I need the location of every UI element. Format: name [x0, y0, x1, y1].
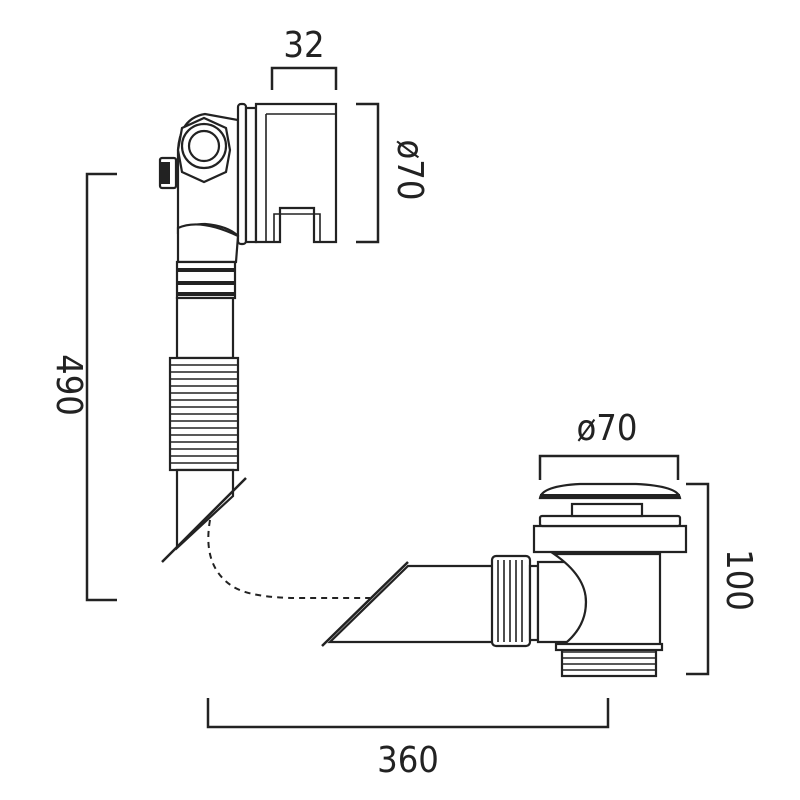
overflow-head [158, 102, 338, 246]
dimension-100: 100 [686, 482, 759, 676]
hidden-connection-line [207, 519, 370, 599]
dimension-label-490: 490 [48, 354, 89, 416]
corrugated-hose [168, 356, 240, 472]
dimension-label-32: 32 [283, 25, 324, 66]
dimension-overflow-diameter: ø70 [356, 102, 430, 244]
dimension-label-360: 360 [377, 740, 439, 781]
dimension-label-overflow-diameter: ø70 [389, 139, 430, 200]
dimension-label-100: 100 [718, 549, 759, 611]
horizontal-pipe [321, 561, 496, 647]
dimension-32: 32 [270, 25, 338, 90]
dimension-360: 360 [206, 698, 610, 781]
dimension-490: 490 [48, 172, 117, 602]
dimension-waste-diameter: ø70 [538, 408, 680, 480]
dimension-label-waste-diameter: ø70 [576, 408, 637, 449]
waste-body [490, 514, 688, 678]
waste-plug [538, 482, 682, 518]
overflow-pipe [161, 223, 247, 563]
